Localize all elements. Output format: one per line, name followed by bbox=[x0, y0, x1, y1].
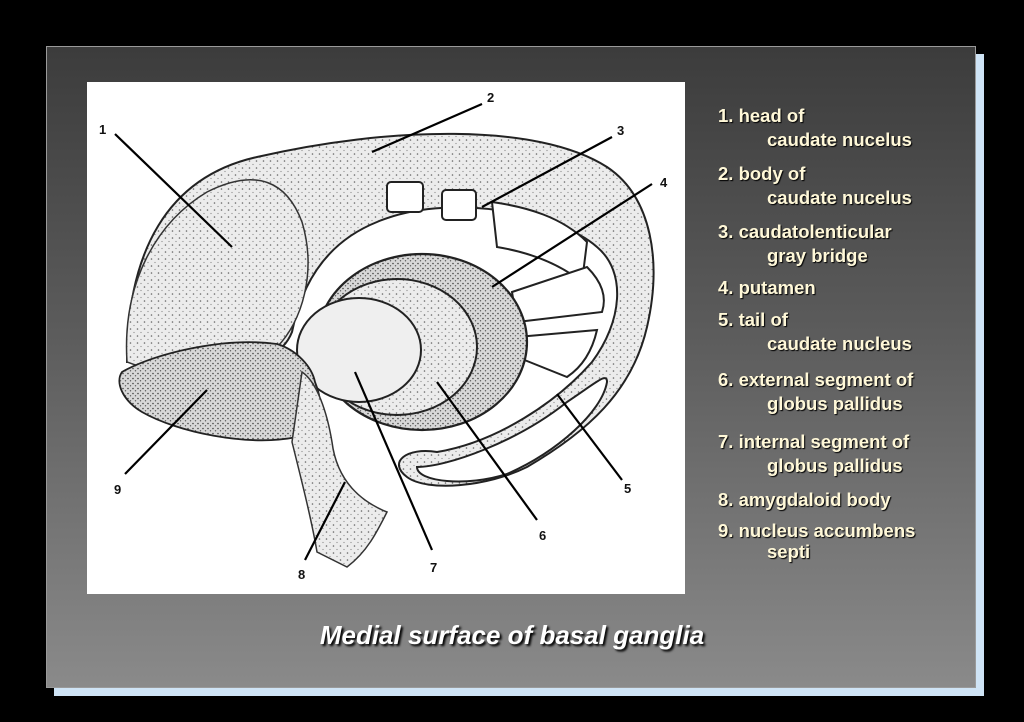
legend-item: 2. body of caudate nucelus bbox=[718, 162, 968, 210]
figure-label-7: 7 bbox=[430, 560, 437, 575]
legend-item-title: 3. caudatolenticular bbox=[718, 221, 892, 242]
pointer-line-4 bbox=[491, 183, 653, 288]
legend-item-title: 6. external segment of bbox=[718, 369, 914, 390]
pointer-line-1 bbox=[114, 133, 233, 248]
legend-item: 3. caudatolenticular gray bridge bbox=[718, 220, 968, 268]
caudate-head bbox=[125, 179, 309, 373]
pointer-line-6 bbox=[436, 381, 538, 521]
globus-pallidus-internal bbox=[296, 297, 422, 403]
legend-item-subtitle: caudate nucelus bbox=[767, 187, 912, 208]
pointer-line-8 bbox=[304, 481, 346, 561]
figure-label-2: 2 bbox=[487, 90, 494, 105]
pointer-line-7 bbox=[353, 371, 434, 551]
figure-label-5: 5 bbox=[624, 481, 631, 496]
legend-item: 4. putamen bbox=[718, 276, 968, 300]
caudate-tail-loop bbox=[415, 377, 609, 483]
legend-item-subtitle: globus pallidus bbox=[767, 393, 903, 414]
legend-item-subtitle: septi bbox=[767, 541, 811, 562]
gray-bridge-window bbox=[490, 200, 589, 284]
legend-item-subtitle: caudate nucleus bbox=[767, 333, 912, 354]
basal-ganglia-drawing: 1 2 3 4 5 6 7 8 9 bbox=[99, 90, 668, 582]
gray-bridge-window bbox=[386, 181, 424, 213]
basal-ganglia-illustration: 1 2 3 4 5 6 7 8 9 bbox=[87, 82, 685, 594]
gray-bridge-window bbox=[510, 265, 605, 324]
gray-bridge-window bbox=[516, 328, 599, 379]
legend-item: 7. internal segment of globus pallidus bbox=[718, 430, 968, 478]
legend-item-title: 8. amygdaloid body bbox=[718, 489, 891, 510]
legend-item: 9. nucleus accumbens septi bbox=[718, 520, 968, 562]
figure-label-8: 8 bbox=[298, 567, 305, 582]
figure-label-6: 6 bbox=[539, 528, 546, 543]
gray-bridge-window bbox=[441, 189, 477, 221]
figure-label-4: 4 bbox=[660, 175, 668, 190]
legend-item: 6. external segment of globus pallidus bbox=[718, 368, 968, 416]
figure-label-3: 3 bbox=[617, 123, 624, 138]
pointer-line-9 bbox=[124, 389, 208, 475]
amygdaloid-body bbox=[291, 370, 389, 568]
legend-item: 8. amygdaloid body bbox=[718, 488, 968, 512]
legend-item-title: 2. body of bbox=[718, 163, 806, 184]
pointer-line-5 bbox=[556, 393, 623, 481]
legend-item-subtitle: globus pallidus bbox=[767, 455, 903, 476]
legend-item-title: 1. head of bbox=[718, 105, 805, 126]
legend-item-title: 7. internal segment of bbox=[718, 431, 910, 452]
legend-item: 1. head of caudate nucelus bbox=[718, 104, 968, 152]
legend-item-subtitle: gray bridge bbox=[767, 245, 868, 266]
figure-label-1: 1 bbox=[99, 122, 106, 137]
legend-item-title: 9. nucleus accumbens bbox=[718, 520, 916, 541]
legend-item: 5. tail of caudate nucleus bbox=[718, 308, 968, 356]
figure-caption: Medial surface of basal ganglia bbox=[319, 620, 705, 650]
legend-item-title: 4. putamen bbox=[718, 277, 816, 298]
legend-item-title: 5. tail of bbox=[718, 309, 788, 330]
pointer-line-2 bbox=[371, 102, 483, 154]
legend-item-subtitle: caudate nucelus bbox=[767, 129, 912, 150]
figure-label-9: 9 bbox=[114, 482, 121, 497]
legend: 1. head of caudate nucelus 2. body of ca… bbox=[718, 104, 968, 562]
pointer-line-3 bbox=[481, 136, 613, 208]
